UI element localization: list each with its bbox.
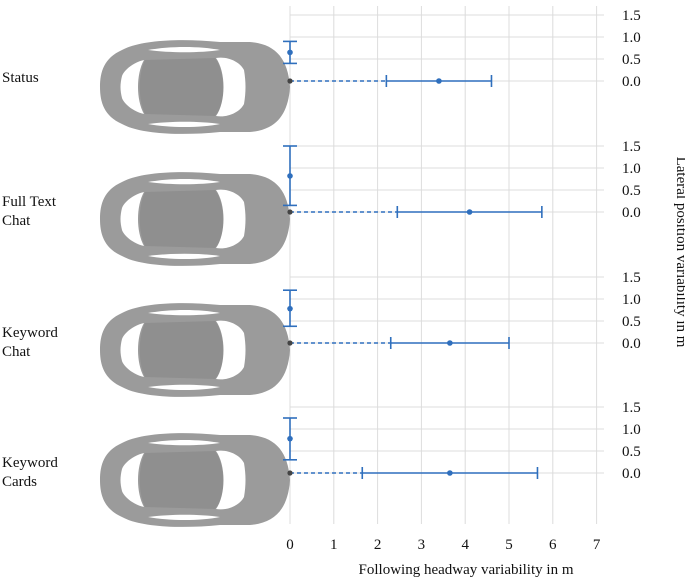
x-tick-label: 6 xyxy=(549,537,557,553)
car-windshield xyxy=(216,57,246,117)
y-tick-label: 0.0 xyxy=(622,205,641,221)
car-icon xyxy=(100,172,290,266)
car-illustrations xyxy=(100,40,290,527)
car-side-window xyxy=(148,384,220,390)
headway-mean-point xyxy=(466,209,473,215)
grid-lines xyxy=(289,6,604,524)
lateral-mean-point xyxy=(287,305,293,312)
origin-point xyxy=(287,470,293,476)
lateral-mean-point xyxy=(287,435,293,442)
y-tick-label: 1.0 xyxy=(622,30,641,46)
car-side-window xyxy=(148,121,220,127)
y-tick-label: 1.0 xyxy=(622,292,641,308)
y-tick-label: 0.5 xyxy=(622,314,641,330)
car-side-window xyxy=(148,440,220,446)
car-icon xyxy=(100,40,290,134)
x-tick-label: 1 xyxy=(330,537,338,553)
condition-label: Chat xyxy=(2,213,31,229)
origin-point xyxy=(287,209,293,215)
origin-point xyxy=(287,340,293,346)
y-tick-label: 1.0 xyxy=(622,161,641,177)
data-marks xyxy=(283,40,543,479)
lateral-mean-point xyxy=(287,173,293,179)
car-rear-window xyxy=(120,60,144,114)
y-tick-label: 1.5 xyxy=(622,8,641,24)
x-tick-label: 5 xyxy=(505,537,513,553)
car-rear-window xyxy=(120,323,144,377)
condition-label: Full Text xyxy=(2,194,57,210)
car-roof xyxy=(139,451,224,509)
car-windshield xyxy=(216,450,246,510)
car-windshield xyxy=(216,320,246,380)
y-tick-label: 0.0 xyxy=(622,74,641,90)
condition-label: Keyword xyxy=(2,325,58,341)
x-tick-label: 4 xyxy=(461,537,469,553)
lateral-mean-point xyxy=(287,49,293,56)
y-tick-label: 1.5 xyxy=(622,270,641,286)
y-tick-label: 0.5 xyxy=(622,183,641,199)
x-tick-label: 2 xyxy=(374,537,382,553)
car-side-window xyxy=(148,514,220,520)
headway-mean-point xyxy=(436,78,442,84)
y-tick-label: 0.0 xyxy=(622,336,641,352)
headway-mean-point xyxy=(447,470,453,476)
headway-mean-point xyxy=(447,340,453,346)
car-side-window xyxy=(148,253,220,259)
x-tick-label: 3 xyxy=(418,537,426,553)
y-tick-label: 1.0 xyxy=(622,422,641,438)
x-tick-label: 7 xyxy=(593,537,601,553)
car-side-window xyxy=(148,47,220,53)
car-roof xyxy=(139,58,224,116)
car-roof xyxy=(139,321,224,379)
car-rear-window xyxy=(120,192,144,246)
car-rear-window xyxy=(120,453,144,507)
y-tick-label: 1.5 xyxy=(622,400,641,416)
x-axis-title: Following headway variability in m xyxy=(359,562,574,578)
car-icon xyxy=(100,433,290,527)
condition-label: Cards xyxy=(2,474,37,490)
car-side-window xyxy=(148,179,220,185)
condition-label: Chat xyxy=(2,344,31,360)
y-axes: 0.0 0.5 1.0 1.5 0.0 0.5 1.0 1.5 0.0 0.5 1.0 1.5 0.0 0… xyxy=(622,8,641,482)
x-tick-label: 0 xyxy=(286,537,294,553)
y-tick-label: 0.5 xyxy=(622,52,641,68)
car-icon xyxy=(100,303,290,397)
car-windshield xyxy=(216,189,246,249)
y-tick-label: 0.5 xyxy=(622,444,641,460)
y-axis-title: Lateral position variability in m xyxy=(673,157,685,348)
y-tick-label: 0.0 xyxy=(622,466,641,482)
condition-label: Status xyxy=(2,70,39,86)
car-side-window xyxy=(148,310,220,316)
y-tick-label: 1.5 xyxy=(622,139,641,155)
car-roof xyxy=(139,190,224,248)
condition-label: Keyword xyxy=(2,455,58,471)
origin-point xyxy=(287,78,293,84)
x-axis: 0 1 2 3 4 5 6 7 xyxy=(286,537,601,553)
